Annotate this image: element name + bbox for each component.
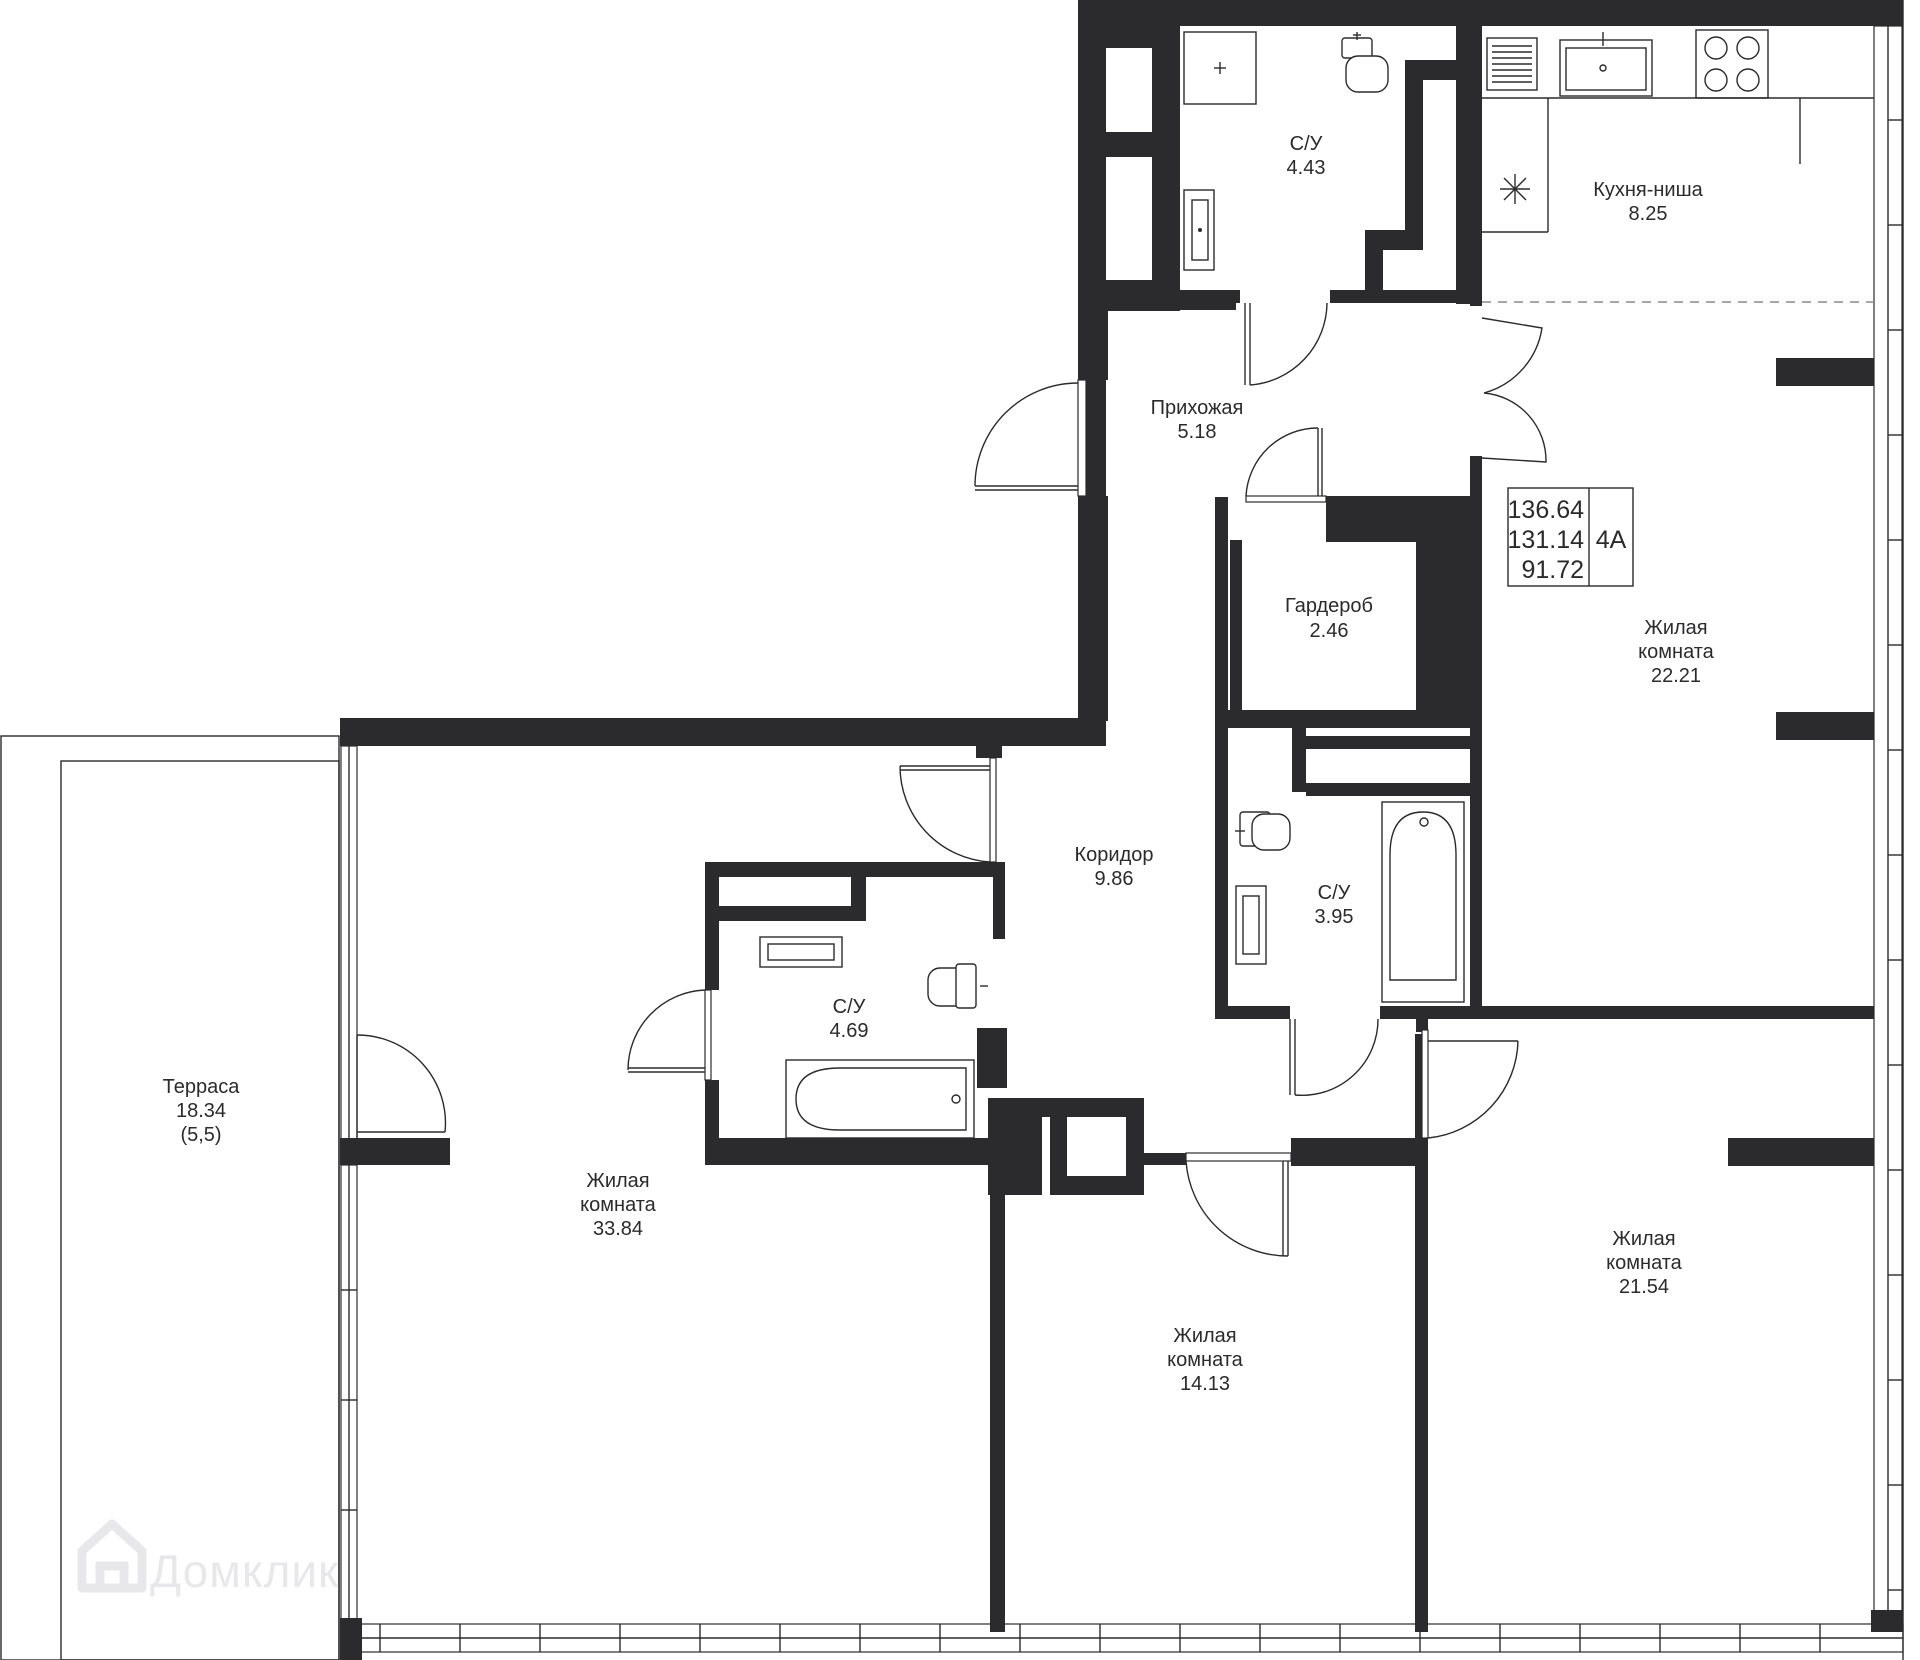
kitchen-sink-icon	[1559, 32, 1653, 97]
door-terrace	[356, 1034, 447, 1138]
bathroom-mid-name: С/У	[1318, 882, 1351, 904]
door-entrance	[974, 379, 1087, 497]
kitchen-name: Кухня-ниша	[1593, 179, 1703, 201]
bathroom-top-area: 4.43	[1287, 157, 1326, 179]
window-south	[356, 1623, 1904, 1653]
shower-tray-icon	[1183, 31, 1257, 105]
wardrobe-name: Гардероб	[1285, 595, 1373, 617]
hallway-area: 5.18	[1178, 421, 1217, 443]
door-living-center	[1185, 1152, 1292, 1257]
living-southeast-name-2: комната	[1606, 1252, 1683, 1274]
bathtub-west-icon	[785, 1059, 975, 1139]
window-mullions	[379, 119, 1903, 1652]
door-bathroom-top	[1244, 302, 1328, 386]
bathroom-mid-area: 3.95	[1315, 906, 1354, 928]
fixtures	[759, 29, 1874, 1139]
terrace-name: Терраса	[163, 1076, 241, 1098]
living-southeast-name-1: Жилая	[1612, 1228, 1675, 1250]
hallway-name: Прихожая	[1151, 397, 1244, 419]
window-west	[340, 745, 358, 1633]
bathroom-west-name: С/У	[833, 996, 866, 1018]
kitchen-counter	[1482, 97, 1874, 233]
bathtub-mid-icon	[1381, 801, 1465, 1003]
living-east-name-2: комната	[1638, 641, 1715, 663]
living-area: 91.72	[1521, 556, 1584, 584]
corridor-area: 9.86	[1095, 868, 1134, 890]
room-labels: С/У 4.43 Кухня-ниша 8.25 Прихожая 5.18 Г…	[163, 133, 1715, 1395]
living-west-name-2: комната	[580, 1194, 657, 1216]
terrace-area: 18.34	[176, 1100, 226, 1122]
living-west-area: 33.84	[593, 1218, 643, 1240]
corridor-name: Коридор	[1075, 844, 1154, 866]
watermark: Домклик	[77, 1519, 339, 1597]
living-east-name-1: Жилая	[1644, 617, 1707, 639]
watermark-text: Домклик	[150, 1545, 339, 1597]
door-bathroom-mid	[1289, 1018, 1379, 1097]
living-center-area: 14.13	[1180, 1373, 1230, 1395]
toilet-top-icon	[1341, 32, 1389, 93]
living-west-name-1: Жилая	[586, 1170, 649, 1192]
living-center-name-2: комната	[1167, 1349, 1244, 1371]
door-living-west	[899, 757, 997, 863]
sink-mid-icon	[1235, 885, 1267, 965]
toilet-west-icon	[927, 963, 988, 1009]
wardrobe-area: 2.46	[1310, 620, 1349, 642]
total-area: 136.64	[1508, 496, 1585, 524]
living-southeast-area: 21.54	[1619, 1276, 1669, 1298]
fridge-snowflake-icon	[1500, 174, 1530, 204]
terrace	[0, 735, 340, 1660]
walls	[340, 0, 1903, 1660]
door-wardrobe	[1245, 427, 1327, 503]
terrace-note: (5,5)	[180, 1124, 221, 1146]
door-kitchen-double	[1481, 317, 1547, 463]
dishwasher-icon	[1486, 37, 1538, 91]
door-living-southeast	[1421, 1029, 1519, 1139]
bathroom-top-name: С/У	[1290, 133, 1323, 155]
window-east	[1873, 0, 1904, 1660]
living-center-name-1: Жилая	[1173, 1325, 1236, 1347]
stove-icon	[1695, 29, 1769, 99]
doors	[356, 302, 1547, 1257]
living-east-area: 22.21	[1651, 665, 1701, 687]
area-summary-box: 136.64 131.14 91.72 4А	[1507, 487, 1634, 587]
sink-top-icon	[1183, 189, 1215, 271]
toilet-mid-icon	[1235, 811, 1291, 851]
house-logo-icon	[77, 1519, 147, 1593]
kitchen-area: 8.25	[1629, 203, 1668, 225]
apartment-type: 4А	[1596, 526, 1627, 554]
area-without-terrace: 131.14	[1508, 526, 1585, 554]
bathroom-west-area: 4.69	[830, 1020, 869, 1042]
door-bathroom-west	[627, 989, 712, 1081]
sink-west-icon	[759, 936, 843, 968]
